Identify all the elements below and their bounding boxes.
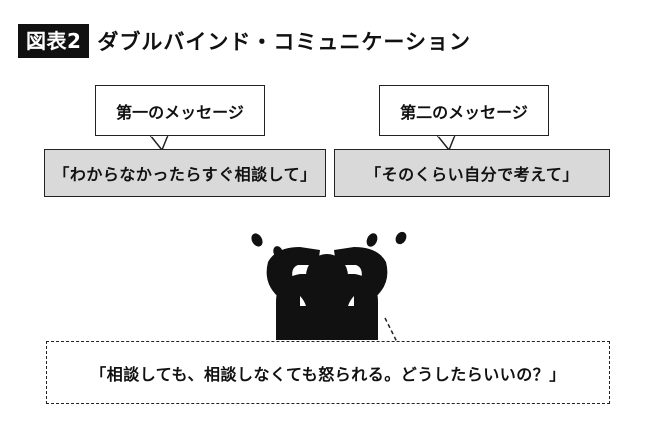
- sweat-drop-icon: [251, 231, 407, 258]
- thought-box: 「相談しても、相談しなくても怒られる。どうしたらいいの？」: [46, 341, 610, 404]
- pointer-tail-2: [436, 134, 456, 151]
- stressed-person-icon: [266, 247, 388, 340]
- figure-number-badge: 図表2: [18, 24, 90, 58]
- second-message-label: 第二のメッセージ: [379, 85, 549, 136]
- first-message-quote: 「わからなかったらすぐ相談して」: [44, 149, 326, 197]
- first-message-label: 第一のメッセージ: [95, 85, 265, 136]
- pointer-tail-1: [149, 134, 169, 151]
- figure-header: 図表2 ダブルバインド・コミュニケーション: [18, 24, 471, 58]
- second-message-quote: 「そのくらい自分で考えて」: [334, 149, 610, 197]
- figure-title: ダブルバインド・コミュニケーション: [97, 30, 472, 54]
- figure-gaps: [300, 296, 354, 306]
